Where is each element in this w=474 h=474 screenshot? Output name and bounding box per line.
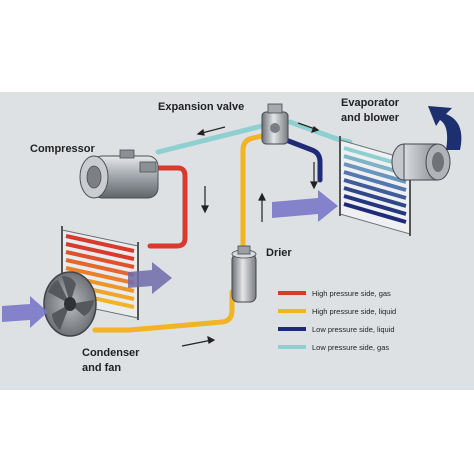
pipe-high-pressure-gas [147, 165, 188, 249]
label-condenser: Condenser [82, 347, 140, 359]
expansion-valve [261, 103, 289, 145]
condenser-fan [43, 271, 97, 337]
pipe-low-pressure-liquid [283, 137, 323, 183]
flow-arrow-evap-down [310, 162, 318, 190]
compressor [79, 149, 159, 199]
air-arrow-blower-out [428, 106, 462, 150]
flow-arrow-compressor-down [201, 186, 209, 214]
flow-arrow-liquid-line [181, 335, 216, 347]
air-arrow-evaporator-in [272, 190, 338, 222]
label-expansion-valve: Expansion valve [158, 101, 244, 113]
air-arrow-condenser-through [128, 262, 172, 294]
pipe-high-pressure-liquid-upper [240, 133, 265, 253]
legend-label-low-liquid: Low pressure side, liquid [312, 325, 395, 334]
label-and-fan: and fan [82, 362, 121, 374]
label-drier: Drier [266, 247, 292, 259]
legend-label-high-liquid: High pressure side, liquid [312, 307, 396, 316]
label-and-blower: and blower [341, 112, 400, 124]
drier [231, 245, 257, 303]
legend-label-low-gas: Low pressure side, gas [312, 343, 389, 352]
legend-label-high-gas: High pressure side, gas [312, 289, 391, 298]
flow-arrow-evaporator-out [297, 122, 320, 133]
pipe-high-pressure-liquid [92, 289, 235, 333]
blower [391, 143, 451, 181]
pipe-low-pressure-gas [155, 123, 265, 155]
air-arrow-fan-in [2, 296, 48, 328]
label-evaporator: Evaporator [341, 97, 400, 109]
legend: High pressure side, gas High pressure si… [278, 289, 396, 352]
flow-arrow-suction [196, 126, 226, 136]
label-compressor: Compressor [30, 143, 96, 155]
flow-arrow-drier-up [258, 192, 266, 222]
